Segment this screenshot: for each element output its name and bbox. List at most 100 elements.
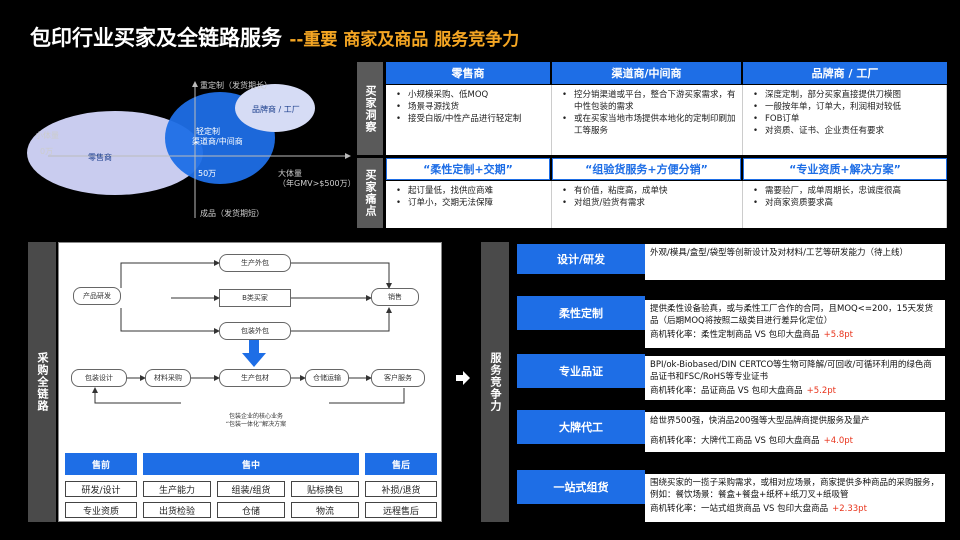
stage-item: 物流 (291, 502, 359, 518)
insight-cell-channel: 控分销渠道或平台，整合下游买家需求，有中性包装的需求 或在买家当地市场提供本地化… (552, 85, 743, 155)
insight-cell-brand: 深度定制，部分买家直接提供刀模图 一般按年单，订单大，利润相对较低 FOB订单 … (743, 85, 947, 155)
brand-bubble-label: 品牌商 / 工厂 (252, 105, 300, 114)
stage-item: 贴标换包 (291, 481, 359, 497)
stage-presale: 售前 (65, 453, 137, 475)
x-axis-left-value: 0万 (40, 147, 54, 156)
row-head-pain: 买家痛点 (357, 158, 383, 228)
core-note-line-2: “包装一体化”解决方案 (225, 421, 287, 428)
chain-side-label: 采购全链路 (28, 242, 56, 522)
service-desc-text: BPI/ok-Biobased/DIN CERTCO等生物可降解/可回收/可循环… (650, 360, 932, 382)
stage-aftersale: 售后 (365, 453, 437, 475)
node-material: 材料采购 (145, 369, 191, 387)
pain-cell-channel: 有价值，粘度高，成单快 对组货/验货有需求 (552, 181, 743, 228)
list-item: 有价值，粘度高，成单快 (560, 185, 738, 197)
service-conv-line: 商机转化率：柔性定制商品 VS 包印大盘商品+5.8pt (650, 329, 940, 341)
list-item: 订单小，交期无法保障 (394, 197, 547, 209)
list-item: 或在买家当地市场提供本地化的定制印刷加工等服务 (560, 113, 738, 137)
service-design-rd-desc: 外观/模具/盒型/袋型等创新设计及对材料/工艺等研发能力（待上线） (645, 244, 945, 280)
retailer-bubble-label: 零售商 (88, 153, 112, 162)
service-design-rd: 设计/研发 (517, 244, 645, 274)
stage-item: 补损/退货 (365, 481, 437, 497)
pain-title-brand: “专业资质+解决方案” (743, 158, 947, 180)
list-item: 场景寻源找货 (394, 101, 547, 113)
page-title: 包印行业买家及全链路服务 --重要 商家及商品 服务竞争力 (30, 22, 519, 52)
right-arrow-icon (456, 371, 470, 385)
pain-title-retailer: “柔性定制+交期” (386, 158, 550, 180)
pain-title-channel: “组验货服务+方便分销” (552, 158, 741, 180)
service-conv-line: 商机转化率：品证商品 VS 包印大盘商品+5.2pt (650, 385, 940, 397)
list-item: 对商家资质要求高 (751, 197, 942, 209)
service-conv-line: 商机转化率：大牌代工商品 VS 包印大盘商品+4.0pt (650, 435, 940, 447)
service-certification: 专业品证 (517, 354, 645, 388)
service-conv-text: 商机转化率：一站式组货商品 VS 包印大盘商品 (650, 504, 829, 514)
service-certification-desc: BPI/ok-Biobased/DIN CERTCO等生物可降解/可回收/可循环… (645, 356, 945, 400)
retailer-bubble (27, 111, 203, 195)
brand-bubble (235, 84, 315, 132)
list-item: FOB订单 (751, 113, 942, 125)
service-conv-line: 商机转化率：一站式组货商品 VS 包印大盘商品+2.33pt (650, 503, 940, 515)
list-item: 对组货/验货有需求 (560, 197, 738, 209)
service-desc-text: 给世界500强，快消品200强等大型品牌商提供服务及量产 (650, 416, 870, 426)
x-axis-right-value: （年GMV>$500万） (278, 179, 356, 188)
service-flex-custom: 柔性定制 (517, 296, 645, 330)
list-item: 深度定制，部分买家直接提供刀模图 (751, 89, 942, 101)
service-conv-text: 商机转化率：品证商品 VS 包印大盘商品 (650, 386, 803, 396)
service-conv-text: 商机转化率：大牌代工商品 VS 包印大盘商品 (650, 436, 820, 446)
node-sales: 销售 (371, 288, 419, 306)
service-brand-oem-desc: 给世界500强，快消品200强等大型品牌商提供服务及量产 商机转化率：大牌代工商… (645, 412, 945, 452)
y-axis-top-label: 重定制（发货期长） (200, 81, 272, 90)
channel-bubble-label-1: 轻定制 (196, 127, 220, 136)
node-product-rd: 产品研发 (73, 287, 121, 305)
x-axis-mid-value: 50万 (198, 169, 217, 178)
buyer-segment-diagram: 重定制（发货期长） 成品（发货期短） 小体量 0万 大体量 （年GMV>$500… (20, 70, 365, 235)
col-header-brand: 品牌商 / 工厂 (743, 62, 947, 84)
stage-item: 生产能力 (143, 481, 211, 497)
list-item: 一般按年单，订单大，利润相对较低 (751, 101, 942, 113)
pain-cell-brand: 需要验厂，成单周期长，忠诚度很高 对商家资质要求高 (743, 181, 947, 228)
stage-item: 出货检验 (143, 502, 211, 518)
node-warehouse: 仓储运输 (305, 369, 349, 387)
service-desc-text: 外观/模具/盒型/袋型等创新设计及对材料/工艺等研发能力（待上线） (650, 248, 908, 258)
list-item: 需要验厂，成单周期长，忠诚度很高 (751, 185, 942, 197)
pain-cell-retailer: 起订量低，找供应商难 订单小，交期无法保障 (386, 181, 552, 228)
page-title-main: 包印行业买家及全链路服务 (30, 26, 290, 50)
core-business-note: 包装企业的核心业务 “包装一体化”解决方案 (183, 413, 329, 429)
service-desc-text: 围绕买家的一揽子采购需求，或相对应场景，商家提供多种商品的采购服务，例如：餐饮场… (650, 478, 940, 500)
service-one-stop-desc: 围绕买家的一揽子采购需求，或相对应场景，商家提供多种商品的采购服务，例如：餐饮场… (645, 474, 945, 522)
row-head-insight: 买家洞察 (357, 62, 383, 155)
page-title-accent: --重要 商家及商品 服务竞争力 (289, 30, 520, 50)
core-note-line-1: 包装企业的核心业务 (228, 413, 283, 420)
stage-item: 远程售后 (365, 502, 437, 518)
service-conv-lift: +5.8pt (823, 330, 853, 340)
buyer-segment-svg (27, 81, 351, 218)
service-side-label: 服务竞争力 (481, 242, 509, 522)
y-axis-bottom-label: 成品（发货期短） (200, 209, 264, 218)
service-flex-custom-desc: 提供柔性设备验真，或与柔性工厂合作的合同，且MOQ<=200，15天发货品（后期… (645, 300, 945, 348)
node-pack-outsource: 包装外包 (219, 322, 291, 340)
insight-cell-retailer: 小规模采购、低MOQ 场景寻源找货 接受白版/中性产品进行轻定制 (386, 85, 552, 155)
service-one-stop: 一站式组货 (517, 470, 645, 504)
x-axis-left-label: 小体量 (35, 131, 59, 140)
col-header-channel: 渠道商/中间商 (552, 62, 741, 84)
service-brand-oem: 大牌代工 (517, 410, 645, 444)
supply-chain-diagram: 产品研发 生产外包 B类买家 销售 包装外包 包装设计 材料采购 生产包材 仓储… (58, 242, 442, 522)
service-conv-lift: +4.0pt (823, 436, 853, 446)
stage-item: 专业资质 (65, 502, 137, 518)
col-header-retailer: 零售商 (386, 62, 550, 84)
list-item: 小规模采购、低MOQ (394, 89, 547, 101)
node-pack-design: 包装设计 (71, 369, 127, 387)
service-conv-text: 商机转化率：柔性定制商品 VS 包印大盘商品 (650, 330, 820, 340)
x-axis-right-label: 大体量 (278, 169, 302, 178)
stage-insale: 售中 (143, 453, 359, 475)
supply-chain-arrows (92, 260, 405, 404)
stage-item: 组装/组货 (217, 481, 285, 497)
stage-item: 研发/设计 (65, 481, 137, 497)
list-item: 控分销渠道或平台，整合下游买家需求，有中性包装的需求 (560, 89, 738, 113)
service-conv-lift: +5.2pt (806, 386, 836, 396)
list-item: 对资质、证书、企业责任有要求 (751, 125, 942, 137)
node-b-buyer: B类买家 (219, 289, 291, 307)
service-desc-text: 提供柔性设备验真，或与柔性工厂合作的合同，且MOQ<=200，15天发货品（后期… (650, 304, 934, 326)
list-item: 接受白版/中性产品进行轻定制 (394, 113, 547, 125)
node-customer: 客户服务 (371, 369, 425, 387)
node-prod-outsource: 生产外包 (219, 254, 291, 272)
